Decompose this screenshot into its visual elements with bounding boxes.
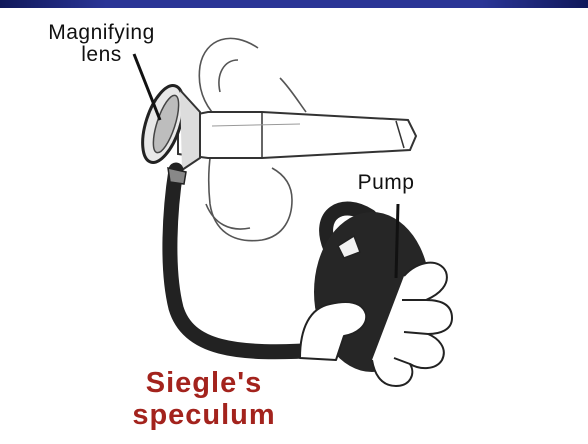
magnifying-lens-label: Magnifying lens bbox=[14, 22, 189, 66]
caption-line2: speculum bbox=[86, 399, 322, 431]
pump-label: Pump bbox=[336, 172, 436, 194]
caption-line1: Siegle's bbox=[86, 367, 322, 399]
magnifying-lens-label-line1: Magnifying bbox=[14, 22, 189, 44]
speculum-icon bbox=[178, 112, 416, 158]
diagram-caption: Siegle's speculum bbox=[86, 367, 322, 431]
magnifying-lens-label-line2: lens bbox=[14, 44, 189, 66]
magnifying-lens-icon bbox=[134, 54, 200, 170]
diagram-panel: Magnifying lens Pump Siegle's speculum bbox=[0, 8, 588, 444]
rubber-tube-icon bbox=[170, 170, 320, 352]
